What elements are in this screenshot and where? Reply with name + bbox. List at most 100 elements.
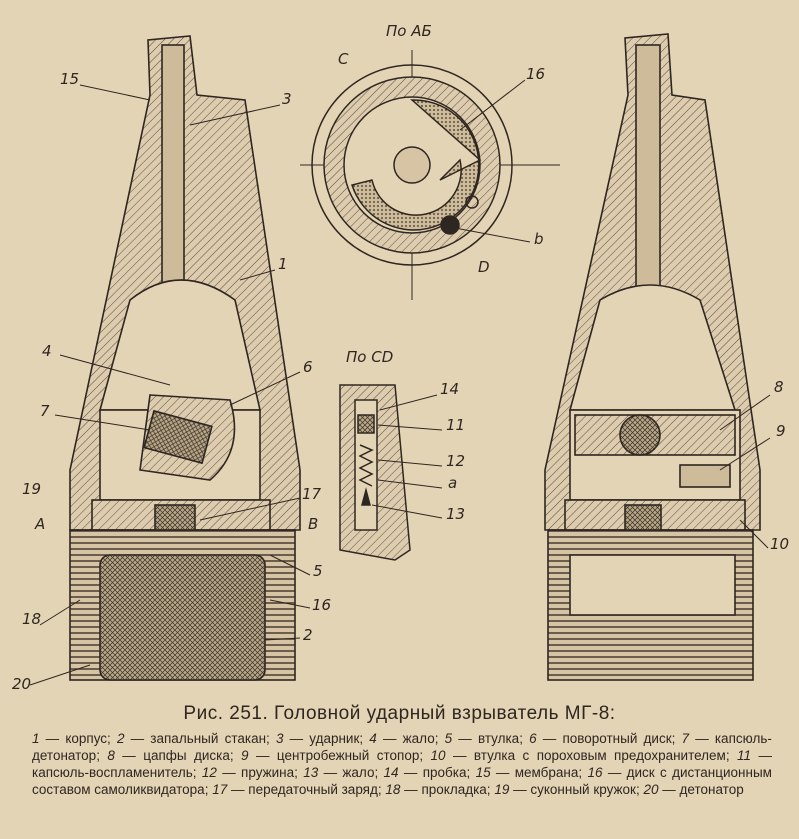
legend-number: 7 — [681, 731, 690, 746]
legend-item: 10 — втулка с пороховым предохранителем; — [430, 748, 730, 763]
legend-number: 2 — [116, 731, 125, 746]
legend-item: 14 — пробка; — [383, 765, 471, 780]
legend-text: пробка; — [422, 765, 471, 780]
fuse-diagram — [29, 33, 771, 686]
legend-number: 19 — [494, 782, 510, 797]
legend-item: 18 — прокладка; — [385, 782, 491, 797]
label-9: 9 — [776, 422, 786, 440]
legend-item: 20 — детонатор — [643, 782, 744, 797]
legend-item: 7 — капсюль-детонатор; — [32, 731, 772, 763]
legend-text: запальный стакан; — [150, 731, 270, 746]
legend-text: суконный кружок; — [530, 782, 640, 797]
legend-number: 17 — [212, 782, 228, 797]
legend-text: диск с дистанционным составом самоликвид… — [32, 765, 772, 797]
label-2: 2 — [303, 626, 313, 644]
legend-text: ударник; — [309, 731, 364, 746]
legend-item: 11 — капсюль-воспламенитель; — [32, 748, 772, 780]
section-ab — [300, 50, 560, 300]
legend-item: 5 — втулка; — [444, 731, 523, 746]
legend-number: 18 — [385, 782, 401, 797]
legend-item: 16 — диск с дистанционным составом самол… — [32, 765, 772, 797]
label-6: 6 — [303, 358, 313, 376]
legend-number: 16 — [587, 765, 603, 780]
legend-item: 8 — цапфы диска; — [107, 748, 234, 763]
left-fuse-section — [69, 35, 301, 681]
label-10: 10 — [770, 535, 790, 553]
legend-item: 6 — поворотный диск; — [529, 731, 676, 746]
label-a-section: A — [35, 515, 46, 533]
label-5: 5 — [313, 562, 323, 580]
label-d: D — [478, 258, 490, 276]
label-16-disk: 16 — [526, 65, 546, 83]
legend-item: 12 — пружина; — [201, 765, 298, 780]
label-8: 8 — [774, 378, 784, 396]
legend-item: 13 — жало; — [303, 765, 379, 780]
legend-number: 3 — [275, 731, 284, 746]
legend-number: 11 — [737, 748, 752, 763]
label-13: 13 — [446, 505, 466, 523]
legend-number: 4 — [369, 731, 377, 746]
label-b: b — [534, 230, 544, 248]
label-a: a — [448, 474, 458, 492]
legend-number: 9 — [241, 748, 249, 763]
view-cd-title: По CD — [346, 348, 394, 366]
left-detonator — [99, 554, 266, 681]
left-detonator-cap — [143, 409, 213, 465]
legend-number: 1 — [32, 731, 40, 746]
legend-text: жало; — [402, 731, 439, 746]
legend-text: центробежный стопор; — [276, 748, 424, 763]
legend-number: 12 — [201, 765, 217, 780]
legend-text: пружина; — [241, 765, 298, 780]
legend-text: втулка; — [477, 731, 523, 746]
label-3: 3 — [282, 90, 292, 108]
label-11: 11 — [446, 416, 466, 434]
legend-text: прокладка; — [421, 782, 491, 797]
label-4: 4 — [42, 342, 52, 360]
label-20: 20 — [12, 675, 32, 693]
legend-item: 17 — передаточный заряд; — [212, 782, 382, 797]
legend-item: 19 — суконный кружок; — [494, 782, 640, 797]
legend-text: корпус; — [65, 731, 111, 746]
legend-text: втулка с пороховым предохранителем; — [473, 748, 730, 763]
legend-number: 13 — [303, 765, 319, 780]
legend-number: 8 — [107, 748, 115, 763]
label-12: 12 — [446, 452, 466, 470]
label-14: 14 — [440, 380, 460, 398]
figure-caption-title: Рис. 251. Головной ударный взрыватель МГ… — [183, 703, 616, 724]
label-16: 16 — [312, 596, 332, 614]
label-19: 19 — [22, 480, 42, 498]
section-cd — [339, 384, 411, 561]
self-destruct-disk — [351, 99, 482, 231]
right-centrifugal-stop — [679, 464, 731, 488]
legend-item: 15 — мембрана; — [475, 765, 583, 780]
legend-number: 14 — [383, 765, 399, 780]
legend-text: жало; — [342, 765, 379, 780]
legend-number: 10 — [430, 748, 446, 763]
legend-number: 5 — [444, 731, 453, 746]
legend-item: 4 — жало; — [369, 731, 439, 746]
left-cavity — [98, 279, 262, 411]
legend-text: поворотный диск; — [562, 731, 676, 746]
legend-item: 1 — корпус; — [32, 731, 111, 746]
view-ab-title: По АБ — [386, 22, 432, 40]
figure-legend: 1 — корпус; 2 — запальный стакан; 3 — уд… — [32, 730, 772, 798]
label-17: 17 — [302, 485, 322, 503]
legend-number: 6 — [529, 731, 537, 746]
legend-item: 3 — ударник; — [275, 731, 364, 746]
legend-item: 2 — запальный стакан; — [116, 731, 270, 746]
legend-text: передаточный заряд; — [248, 782, 382, 797]
label-18: 18 — [22, 610, 42, 628]
legend-number: 20 — [643, 782, 659, 797]
label-15: 15 — [60, 70, 80, 88]
legend-number: 15 — [475, 765, 491, 780]
legend-text: детонатор — [679, 782, 744, 797]
right-fuse-section — [544, 33, 761, 681]
legend-text: цапфы диска; — [143, 748, 234, 763]
label-b-section: B — [308, 515, 319, 533]
legend-text: капсюль-воспламенитель; — [32, 765, 197, 780]
label-1: 1 — [278, 255, 288, 273]
label-c: C — [338, 50, 349, 68]
legend-item: 9 — центробежный стопор; — [241, 748, 424, 763]
label-7: 7 — [40, 402, 50, 420]
legend-text: мембрана; — [514, 765, 583, 780]
